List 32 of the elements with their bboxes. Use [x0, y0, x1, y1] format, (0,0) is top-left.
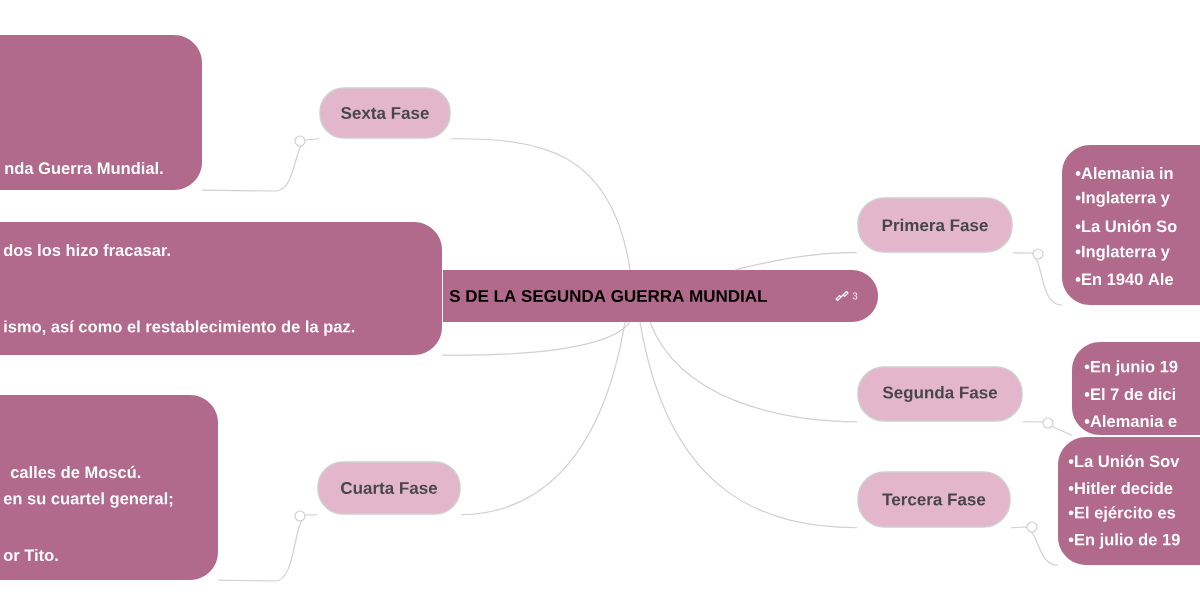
connector-line — [201, 138, 320, 192]
connector-line — [734, 252, 858, 271]
phase-pill: Cuarta Fase — [317, 461, 461, 515]
node-label: •El 7 de dici — [1084, 387, 1176, 401]
phase-pill: Segunda Fase — [857, 366, 1023, 422]
connector-line — [1012, 252, 1063, 306]
node-label: •Hitler decide — [1068, 481, 1173, 495]
node-label: •La Unión Sov — [1068, 454, 1180, 468]
connector-line — [1022, 421, 1073, 436]
node-label: 3 — [852, 292, 858, 300]
connector-line — [217, 514, 318, 582]
connector-line — [450, 138, 631, 271]
note-card: dos los hizo fracasar. ismo, así como el restablecimiento de la paz. — [0, 222, 442, 355]
connector-line — [460, 321, 626, 516]
node-label: •Alemania e — [1084, 414, 1177, 428]
note-card: •Alemania in •Inglaterra y •La Unión So •Inglaterra y •En 1940 Ale — [1062, 145, 1200, 305]
connector-line — [441, 321, 631, 356]
central-topic: S DE LA SEGUNDA GUERRA MUNDIAL 3 — [443, 270, 878, 322]
phase-pill: Tercera Fase — [857, 471, 1011, 528]
node-label: •En julio de 19 — [1068, 533, 1180, 549]
note-card: •La Unión Sov •Hitler decide •El ejército es •En julio de 19 — [1058, 437, 1200, 565]
note-card: calles de Moscú. en su cuartel general; or Tito. — [0, 395, 218, 580]
phase-pill: Primera Fase — [857, 197, 1013, 253]
connector-line — [1010, 526, 1059, 566]
node-label: •El ejército es — [1068, 506, 1176, 522]
connector-line — [639, 321, 858, 529]
node-label: •En junio 19 — [1084, 360, 1178, 376]
note-card: •En junio 19 •El 7 de dici •Alemania e — [1072, 342, 1200, 435]
node-label: S DE LA SEGUNDA GUERRA MUNDIAL — [449, 289, 767, 303]
connector-line — [649, 321, 858, 423]
note-card: nda Guerra Mundial. — [0, 35, 202, 190]
phase-pill: Sexta Fase — [319, 87, 451, 139]
